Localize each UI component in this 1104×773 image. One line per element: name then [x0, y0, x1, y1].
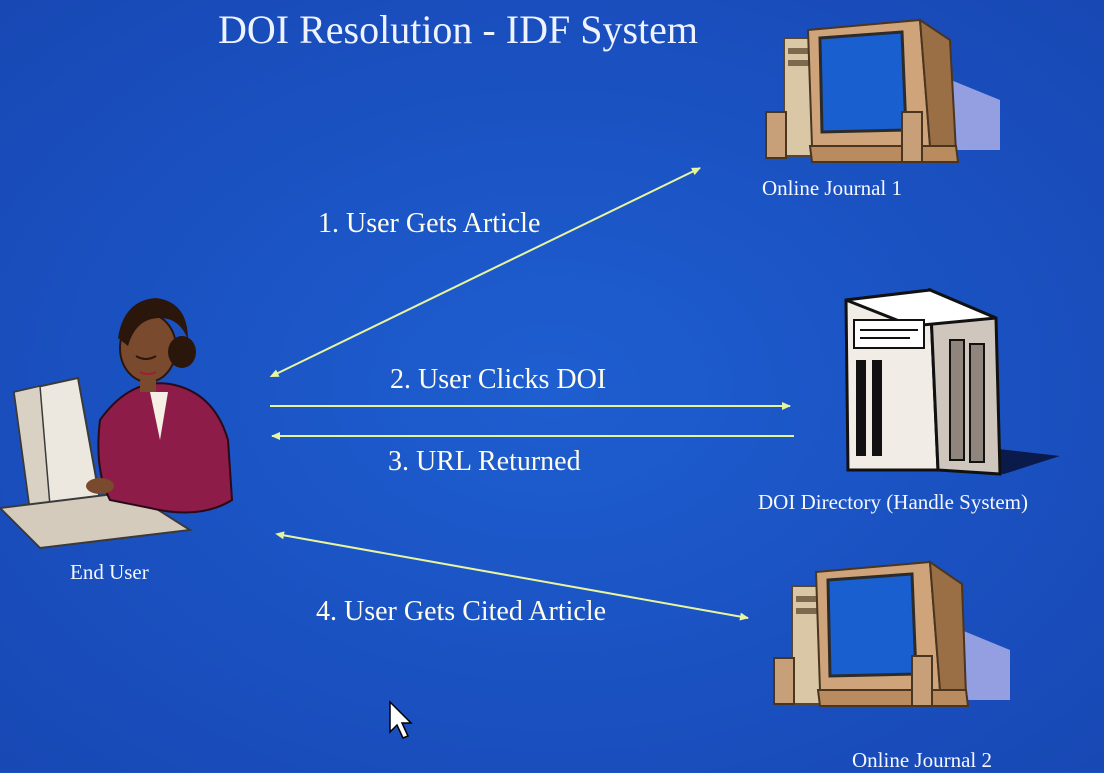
doi-directory-label: DOI Directory (Handle System) — [758, 490, 1029, 514]
step-4-label: 4. User Gets Cited Article — [316, 596, 607, 627]
arrow-step-4 — [275, 531, 749, 621]
journal-1-label: Online Journal 1 — [762, 176, 902, 200]
step-3-label: 3. URL Returned — [388, 446, 581, 477]
journal-2-label: Online Journal 2 — [852, 748, 992, 772]
end-user-label: End User — [70, 560, 149, 584]
arrow-step-1 — [269, 167, 701, 378]
diagram-title: DOI Resolution - IDF System — [218, 7, 698, 52]
step-1-label: 1. User Gets Article — [318, 208, 541, 239]
step-2-label: 2. User Clicks DOI — [390, 364, 607, 395]
